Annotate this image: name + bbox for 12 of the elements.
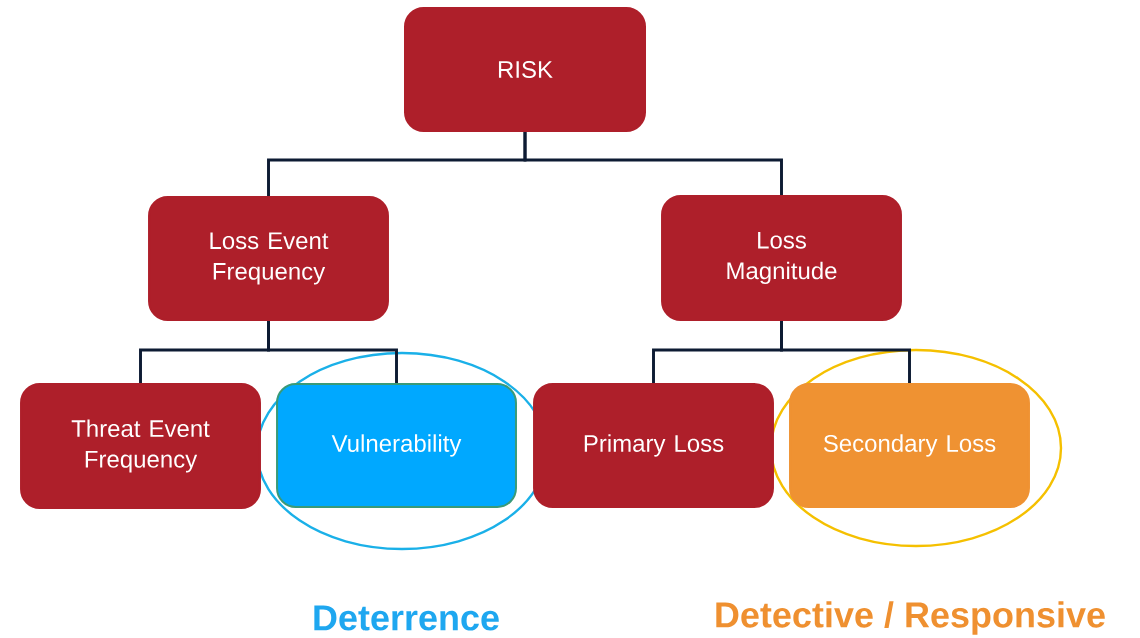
box: Threat Event Frequency [20,383,261,509]
connector-line [780,321,911,384]
box: RISK [404,7,646,132]
box: Loss Event Frequency [148,196,389,321]
box: Loss Magnitude [661,195,902,321]
connector-line [267,320,398,384]
box: Secondary Loss [789,383,1030,508]
box: Vulnerability [276,383,517,508]
box: Primary Loss [533,383,774,508]
category-label: Detective / Responsive [716,601,1105,635]
connector-line [523,131,783,195]
category-label: Deterrence [314,605,499,631]
